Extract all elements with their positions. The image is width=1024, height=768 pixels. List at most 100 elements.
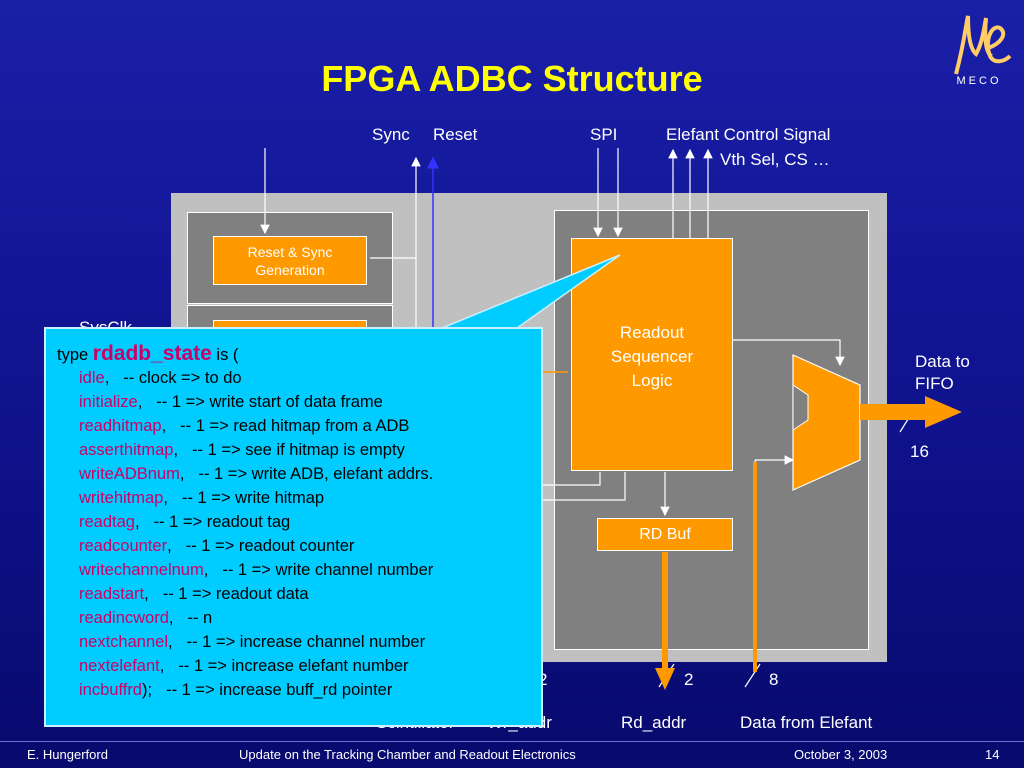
popup-header-post: is ( (211, 346, 239, 364)
left-bus-wire-2 (543, 472, 626, 501)
state-separator: , (203, 561, 209, 579)
state-line: idle,-- clock => to do (57, 366, 541, 390)
footer-author: E. Hungerford (27, 747, 108, 762)
state-comment: -- 1 => readout counter (185, 537, 355, 555)
sync-label: Sync (372, 125, 410, 144)
data-to-fifo-label-1: Data to (915, 352, 970, 371)
state-comment: -- 1 => write channel number (222, 561, 434, 579)
state-line: readstart, -- 1 => readout data (57, 582, 541, 606)
reset-sync-line-2: Generation (255, 262, 325, 278)
state-name: readstart (79, 585, 145, 603)
callout-pointer (429, 254, 621, 334)
footer-date: October 3, 2003 (794, 747, 888, 762)
state-line: readtag, -- 1 => readout tag (57, 510, 541, 534)
state-comment: -- 1 => readout tag (153, 513, 291, 531)
state-separator: , (173, 441, 179, 459)
readout-seq-line-1: Readout (619, 323, 685, 342)
state-separator: , (104, 369, 110, 387)
meco-logo: MECO (954, 15, 1012, 87)
left-bus-wire-1 (543, 472, 601, 486)
spi-label: SPI (590, 125, 618, 144)
popup-header-pre: type (57, 346, 93, 364)
reset-sync-block: Reset & Sync Generation (213, 236, 367, 285)
state-name: nextelefant (79, 657, 160, 675)
state-name: idle (79, 369, 105, 387)
state-name: readhitmap (79, 417, 162, 435)
footer-talk-title: Update on the Tracking Chamber and Reado… (239, 747, 576, 762)
bus-width-8: 8 (769, 670, 779, 689)
seq-to-mux-wire (733, 339, 845, 367)
readout-seq-line-2: Sequencer (610, 347, 694, 366)
state-line: writechannelnum, -- 1 => write channel nu… (57, 558, 541, 582)
reset-label: Reset (433, 125, 478, 144)
state-name: readcounter (79, 537, 168, 555)
state-line: writehitmap, -- 1 => write hitmap (57, 486, 541, 510)
state-line: incbuffrd); -- 1 => increase buff_rd poin… (57, 678, 541, 702)
fifo-arrow (925, 396, 962, 428)
state-comment: -- 1 => read hitmap from a ADB (180, 417, 410, 435)
rd-addr-label: Rd_addr (621, 713, 687, 732)
popup-type-name: rdadb_state (92, 342, 212, 365)
reset-sync-line-1: Reset & Sync (247, 244, 333, 260)
state-comment: -- 1 => increase elefant number (178, 657, 409, 675)
state-line: nextchannel, -- 1 => increase channel num… (57, 630, 541, 654)
state-separator: , (168, 609, 174, 627)
state-comment: -- 1 => write ADB, elefant addrs. (198, 465, 434, 483)
state-separator: , (137, 393, 143, 411)
state-line: nextelefant, -- 1 => increase elefant num… (57, 654, 541, 678)
state-comment: -- 1 => see if hitmap is empty (192, 441, 405, 459)
state-separator: , (144, 585, 149, 603)
state-name: nextchannel (79, 633, 168, 651)
vth-sel-label: Vth Sel, CS … (720, 150, 830, 169)
mux-notch (792, 384, 809, 431)
state-name: writechannelnum (79, 561, 204, 579)
state-name: writehitmap (79, 489, 164, 507)
state-separator: , (159, 657, 165, 675)
state-name: incbuffrd (79, 681, 142, 699)
state-line: readincword, -- n (57, 606, 541, 630)
state-line: writeADBnum, -- 1 => write ADB, elefant a… (57, 462, 541, 486)
footer-page-number: 14 (985, 747, 1000, 762)
state-comment: -- n (187, 609, 213, 627)
state-comment: -- 1 => readout data (162, 585, 309, 603)
state-comment: -- 1 => increase channel number (186, 633, 426, 651)
state-line: asserthitmap, -- 1 => see if hitmap is em… (57, 438, 541, 462)
rd-buf-label: RD Buf (639, 526, 691, 543)
data-from-elefant-label: Data from Elefant (740, 713, 873, 732)
state-separator: , (167, 537, 172, 555)
state-separator: ); (142, 681, 153, 699)
state-name: asserthitmap (79, 441, 174, 459)
state-separator: , (161, 417, 167, 435)
readout-seq-line-3: Logic (631, 371, 673, 390)
bus-width-16: 16 (910, 442, 929, 461)
elefant-ctrl-label: Elefant Control Signal (666, 125, 831, 144)
state-comment: -- 1 => write hitmap (181, 489, 325, 507)
state-type-popup: type rdadb_state is ( idle,-- clock => t… (44, 327, 543, 727)
state-comment: -- 1 => increase buff_rd pointer (166, 681, 393, 699)
output-mux (792, 354, 861, 491)
footer-divider (0, 741, 1024, 742)
state-line: readhitmap, -- 1 => read hitmap from a AD… (57, 414, 541, 438)
state-name: readincword (79, 609, 169, 627)
svg-text:MECO: MECO (957, 75, 1002, 87)
fifo-bus (860, 404, 930, 420)
bus-8-tick (744, 663, 761, 688)
rd-buf-block: RD Buf (597, 518, 733, 551)
state-line: initialize, -- 1 => write start of data f… (57, 390, 541, 414)
state-line: readcounter, -- 1 => readout counter (57, 534, 541, 558)
popup-header: type rdadb_state is ( (57, 342, 541, 366)
state-separator: , (163, 489, 168, 507)
state-separator: , (168, 633, 173, 651)
data-to-fifo-label-2: FIFO (915, 374, 954, 393)
slide-title: FPGA ADBC Structure (321, 58, 703, 99)
state-name: readtag (79, 513, 135, 531)
state-name: initialize (79, 393, 138, 411)
state-separator: , (134, 513, 140, 531)
state-comment: -- 1 => write start of data frame (156, 393, 383, 411)
readout-sequencer-block: Readout Sequencer Logic (571, 238, 733, 471)
rd-addr-arrow (655, 668, 675, 690)
state-separator: , (179, 465, 185, 483)
state-name: writeADBnum (79, 465, 180, 483)
